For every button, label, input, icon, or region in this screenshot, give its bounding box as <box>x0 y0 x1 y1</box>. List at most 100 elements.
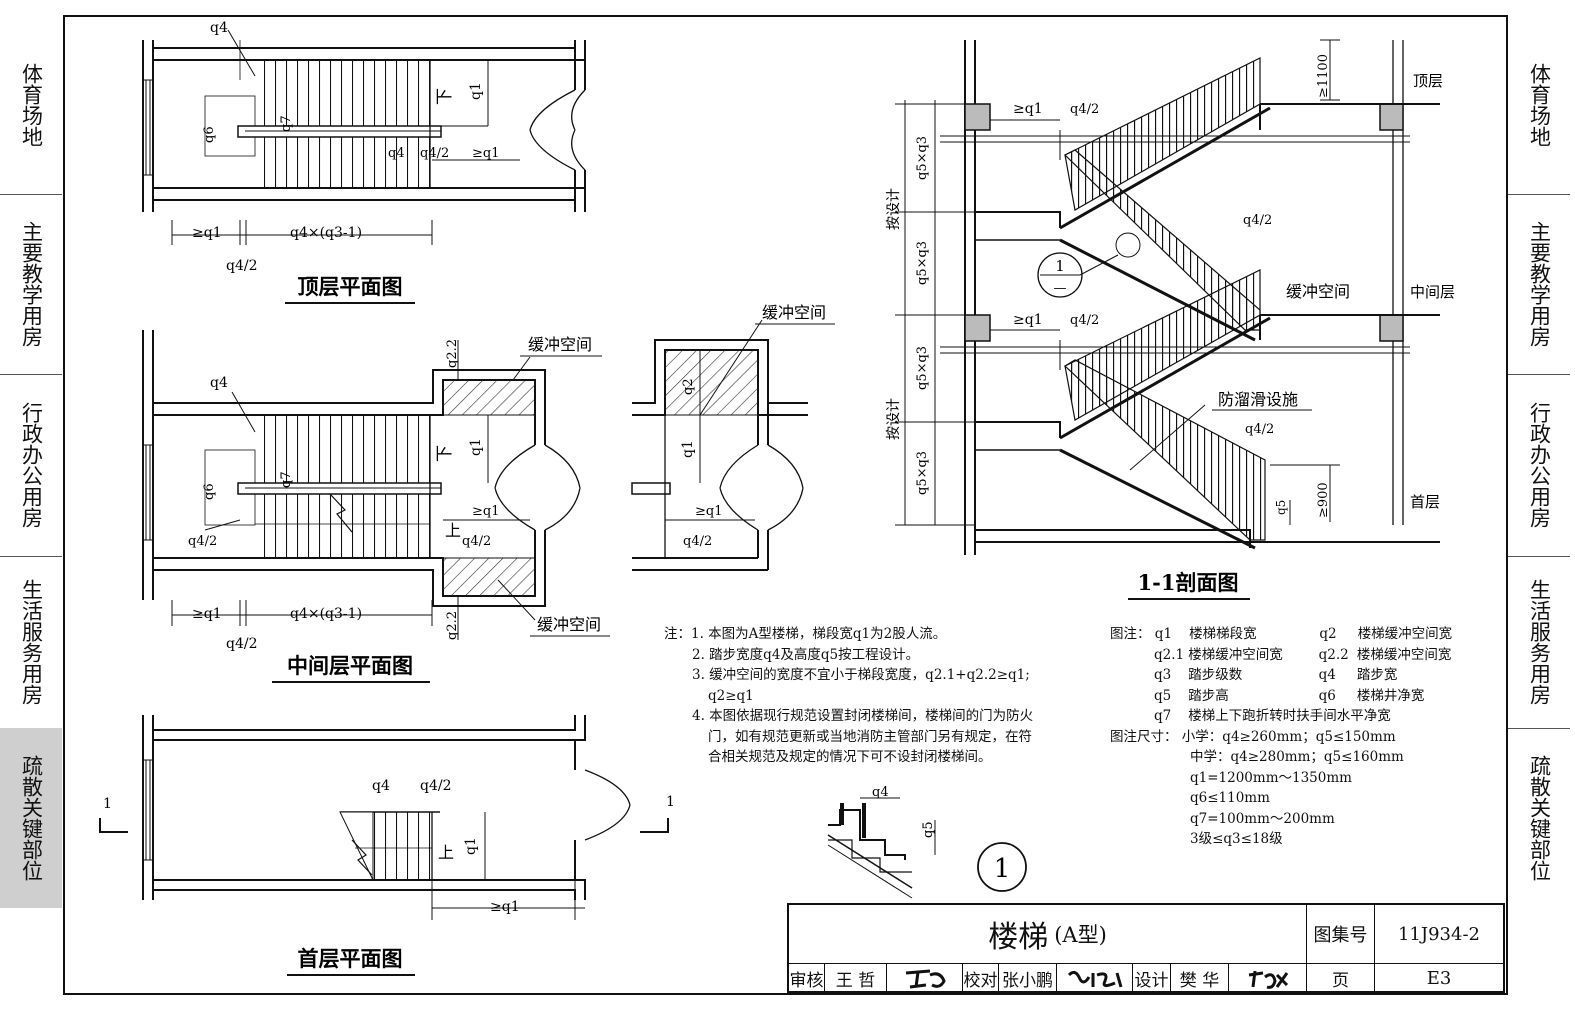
legend-key: q3 <box>1154 667 1172 683</box>
mid-label-q4: q4 <box>210 375 228 391</box>
title-block: 楼梯 (A型) 图集号 11J934-2 审核 王 哲 校对 张小鹏 设计 樊 … <box>787 903 1505 993</box>
legend-desc: 踏步级数 <box>1188 667 1243 683</box>
detail-label-q4: q4 <box>872 785 889 800</box>
note-line: 4. 本图依据现行规范设置封闭楼梯间，楼梯间的门为防火 <box>692 708 1034 724</box>
mid-dim-ge-q1: ≥q1 <box>192 606 222 622</box>
dim-ge-q1: ≥q1 <box>192 225 222 241</box>
legend-size: 3级≤q3≤18级 <box>1190 831 1283 847</box>
mid-label-q4-half-b: q4/2 <box>462 534 491 549</box>
tab-service-rooms-right[interactable]: 生活服务用房 <box>1508 556 1570 729</box>
sec-label-q4-half-d: q4/2 <box>1245 422 1274 437</box>
detail-number: 1 <box>994 854 1011 884</box>
mid-label-q2-2-top: q2.2 <box>445 339 460 368</box>
mid-label-ge-q1: ≥q1 <box>472 504 500 519</box>
mid-label-buffer-bottom: 缓冲空间 <box>537 615 601 634</box>
legend-key: q1 <box>1154 626 1173 642</box>
mid-dim-run: q4×(q3-1) <box>290 606 362 622</box>
cut-mark-left: 1 <box>103 796 112 812</box>
mid-label-buffer-top: 缓冲空间 <box>528 335 592 354</box>
sec-label-q5-q3-4: q5×q3 <box>915 451 930 495</box>
legend-key: q7 <box>1154 708 1172 724</box>
sec-label-q4-half-a: q4/2 <box>1070 102 1099 117</box>
note-line: 注：1. 本图为A型楼梯，梯段宽q1为2股人流。 <box>664 626 947 642</box>
check-label: 校对 <box>963 964 999 993</box>
note-line: 门，如有规范更新或当地消防主管部门另有规定，在符 <box>708 728 1032 745</box>
tab-evacuation-right[interactable]: 疏散关键部位 <box>1527 755 1552 881</box>
label-ge-q1: ≥q1 <box>472 146 500 161</box>
legend: 图注： q1 楼梯梯段宽 q2 楼梯缓冲空间宽 q2.1 楼梯缓冲空间宽 q2.… <box>1110 624 1490 850</box>
sec-label-q5: q5 <box>1274 500 1288 515</box>
legend-size: 小学：q4≥260mm；q5≤150mm <box>1181 728 1396 745</box>
ground-label-q4-half: q4/2 <box>420 778 452 794</box>
legend-desc: 楼梯缓冲空间宽 <box>1357 626 1453 642</box>
legend-key: q2.1 <box>1154 646 1185 663</box>
tab-office-rooms-right[interactable]: 行政办公用房 <box>1508 374 1570 557</box>
top-plan-title: 顶层平面图 <box>298 274 403 299</box>
drawing-type: (A型) <box>1054 923 1107 947</box>
tab-teaching-rooms[interactable]: 主要教学用房 <box>0 194 62 375</box>
mid-dim-q4-half: q4/2 <box>226 636 258 652</box>
tab-evacuation-active[interactable]: 疏散关键部位 <box>0 728 62 908</box>
sec-label-mid-floor: 中间层 <box>1410 283 1455 301</box>
mid-plan-title: 中间层平面图 <box>287 653 413 678</box>
drawing-name: 楼梯 <box>988 920 1049 955</box>
mid-label-q7: q7 <box>279 471 294 488</box>
alt-label-ge-q1: ≥q1 <box>695 504 723 519</box>
sec-label-ge-q1-b: ≥q1 <box>1013 312 1043 328</box>
note-line: 3. 缓冲空间的宽度不宜小于梯段宽度，q2.1+q2.2≥q1; <box>692 667 1030 683</box>
dim-q4-half: q4/2 <box>226 258 258 274</box>
legend-desc: 楼梯梯段宽 <box>1189 626 1257 642</box>
ground-label-q1: q1 <box>463 837 479 855</box>
reviewer-name: 王 哲 <box>825 964 887 993</box>
checker-signature <box>1057 964 1133 993</box>
dim-run: q4×(q3-1) <box>290 225 362 241</box>
reviewer-signature <box>887 964 963 993</box>
tab-sports-field-right[interactable]: 体育场地 <box>1508 16 1570 195</box>
mid-label-q1: q1 <box>468 438 484 456</box>
legend-size: q7=100mm～200mm <box>1190 810 1335 827</box>
atlas-label: 图集号 <box>1307 905 1375 964</box>
sheet-border <box>63 15 1508 995</box>
ground-label-ge-q1: ≥q1 <box>490 899 520 915</box>
design-notes: 注：1. 本图为A型楼梯，梯段宽q1为2股人流。 2. 踏步宽度q4及高度q5按… <box>664 624 1094 768</box>
section-title: 1-1剖面图 <box>1138 570 1239 595</box>
mid-label-down: 下 <box>435 445 455 462</box>
section-1-1: ≥1100 ≥900 q5 顶层 中间层 首层 缓冲空间 防溜滑设施 ≥q1 ≥… <box>886 39 1455 600</box>
alt-label-q2: q2 <box>681 378 696 395</box>
legend-desc: 楼梯井净宽 <box>1356 687 1425 704</box>
checker-name: 张小鹏 <box>999 964 1057 993</box>
page-number: E3 <box>1426 968 1452 989</box>
alt-label-q4-half: q4/2 <box>683 534 712 549</box>
note-line: 合相关规范及规定的情况下可不设封闭楼梯间。 <box>708 749 992 765</box>
tab-sports-field[interactable]: 体育场地 <box>0 16 62 195</box>
alternate-buffer-plan: 缓冲空间 q2 q1 ≥q1 q4/2 <box>631 303 835 571</box>
tab-office-rooms[interactable]: 行政办公用房 <box>0 374 62 557</box>
ground-label-q4: q4 <box>372 778 390 794</box>
sec-label-antislip: 防溜滑设施 <box>1218 390 1298 409</box>
label-q1: q1 <box>468 82 484 100</box>
detail-label-q5: q5 <box>921 821 936 838</box>
mid-label-up: 上 <box>445 521 461 540</box>
designer-signature <box>1229 964 1307 993</box>
sec-label-buffer: 缓冲空间 <box>1286 282 1350 301</box>
sec-label-design-b: 按设计 <box>886 398 902 440</box>
ground-label-up: 上 <box>438 843 454 862</box>
mid-label-q2-2-bottom: q2.2 <box>445 611 460 640</box>
legend-size: q6≤110mm <box>1190 790 1270 806</box>
legend-size: 中学：q4≥280mm；q5≤160mm <box>1190 749 1404 765</box>
legend-size-title: 图注尺寸： <box>1110 728 1178 745</box>
label-down: 下 <box>435 88 455 105</box>
drawing-title: 楼梯 (A型) <box>789 905 1307 964</box>
mid-label-q4-half-a: q4/2 <box>188 534 217 549</box>
left-category-tabs: 体育场地 主要教学用房 行政办公用房 生活服务用房 疏散关键部位 <box>0 16 62 1001</box>
cut-mark-right: 1 <box>666 794 675 810</box>
label-q4-step: q4 <box>388 146 405 161</box>
sec-callout-number: 1 <box>1055 257 1065 275</box>
legend-key: q6 <box>1318 687 1336 704</box>
mid-label-q6: q6 <box>202 483 217 500</box>
tab-teaching-rooms-right[interactable]: 主要教学用房 <box>1508 194 1570 375</box>
design-label: 设计 <box>1133 964 1171 993</box>
legend-desc: 楼梯缓冲空间宽 <box>1188 646 1283 663</box>
designer-name: 樊 华 <box>1171 964 1229 993</box>
